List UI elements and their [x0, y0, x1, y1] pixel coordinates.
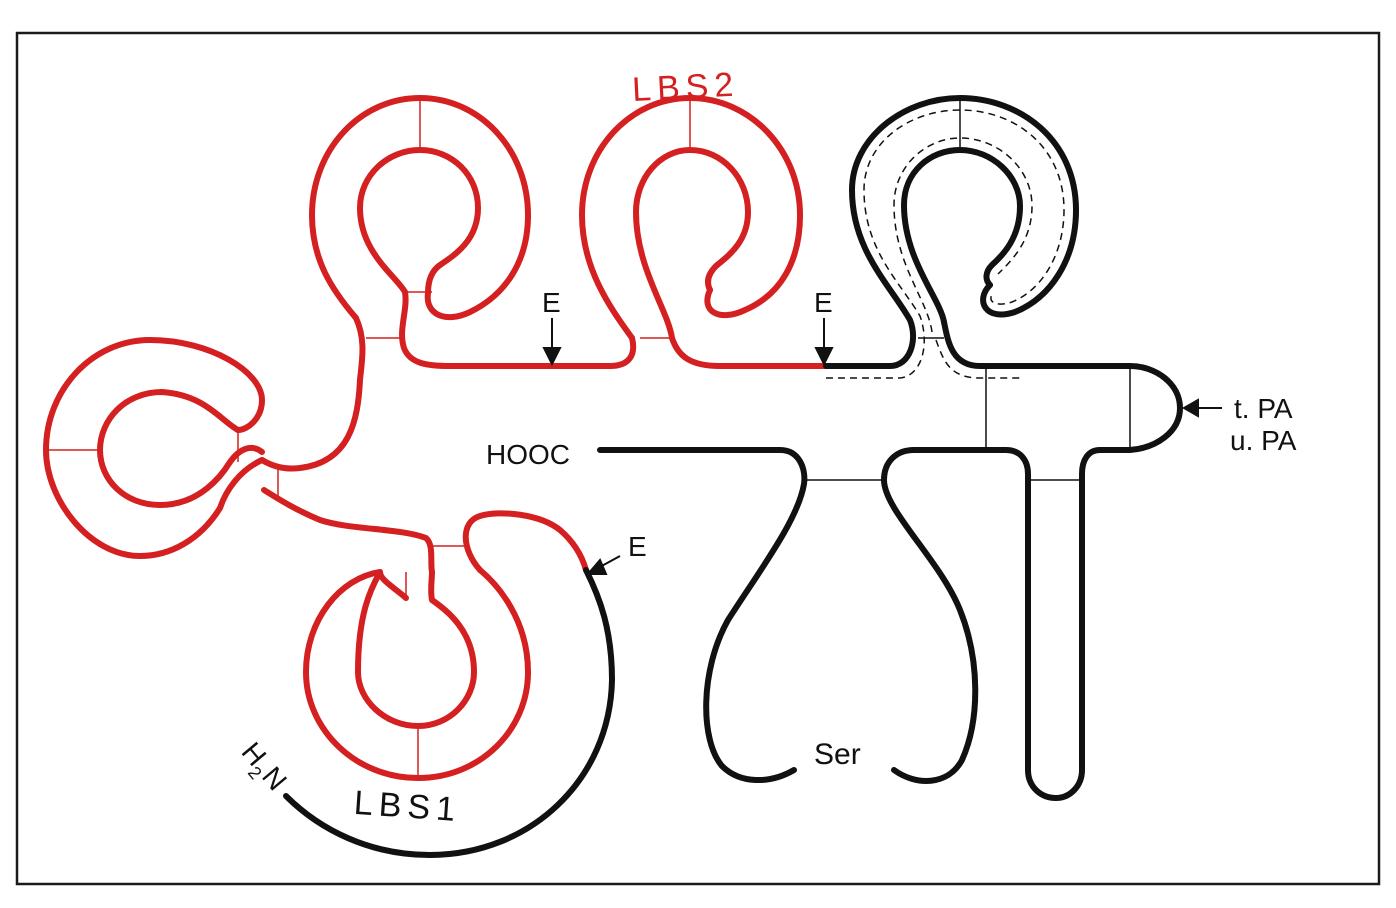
arrow-e1-head — [542, 347, 562, 367]
label-e3: E — [628, 531, 647, 562]
arrow-pa-head — [1181, 398, 1199, 418]
chain-b-right — [669, 335, 829, 369]
label-e2: E — [814, 287, 833, 318]
disulfide-bridges — [46, 98, 1131, 778]
label-hooc: HOOC — [486, 439, 570, 470]
label-upa: u. PA — [1230, 425, 1297, 456]
chain-a-left-stem — [259, 315, 366, 472]
diagram-frame — [15, 31, 1381, 886]
arrow-e3-head — [585, 558, 608, 575]
kringle-a-inner — [357, 147, 481, 296]
c-terminal-loop — [597, 447, 808, 783]
red-kringle-chain — [43, 95, 829, 781]
kringle-b-outer — [579, 95, 803, 341]
kringle-c-outer — [43, 337, 265, 559]
dashed-outline-outer — [826, 109, 1065, 379]
kringle-d-inner — [355, 569, 477, 729]
kringle-d-outer — [303, 567, 531, 781]
kringle-b-inner — [633, 147, 751, 341]
label-lbs1: LBS1 — [353, 784, 463, 829]
diagram-labels: LBS2 LBS1 E E E HOOC H 2 N Ser t. PA u. … — [236, 65, 1297, 829]
dashed-outline-tail — [935, 339, 1022, 379]
black-chain — [283, 95, 1183, 858]
dashed-outline-inner — [893, 137, 1033, 333]
label-h2n: H 2 N — [236, 736, 293, 796]
n-terminal-tail — [283, 567, 615, 858]
label-tpa: t. PA — [1234, 393, 1293, 424]
chain-e-right — [881, 319, 1183, 801]
label-lbs2: LBS2 — [631, 65, 740, 109]
kringle-d-right-loop — [462, 510, 589, 573]
label-e1: E — [542, 287, 561, 318]
cleavage-arrows — [542, 318, 1222, 575]
arrow-e2-head — [814, 347, 834, 367]
kringle-a-outer — [309, 95, 531, 321]
chain-a-right-stem — [399, 289, 637, 369]
chain-c-to-d — [261, 487, 435, 575]
kringle-c-inner — [97, 389, 265, 508]
dashed-kringle-outline — [826, 109, 1065, 379]
kringle-e-inner — [901, 147, 1023, 325]
label-ser: Ser — [814, 738, 861, 771]
